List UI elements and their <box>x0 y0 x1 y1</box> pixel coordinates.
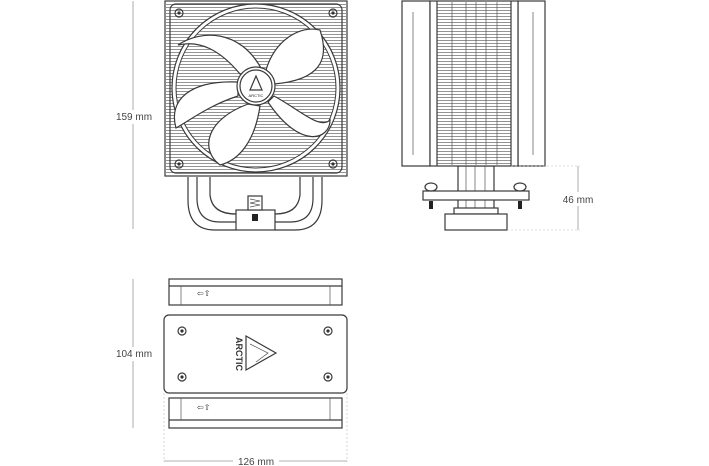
svg-text:ARCTIC: ARCTIC <box>234 337 244 371</box>
fan-hub <box>236 66 276 106</box>
dimension-label-width: 126 mm <box>238 457 274 466</box>
top-fan-clip <box>168 278 343 306</box>
dimension-label-height: 159 mm <box>116 112 152 123</box>
fan-right-side <box>517 0 546 167</box>
front-view: ARCTIC 159 mm <box>112 0 348 231</box>
arctic-logo-base-icon: ARCTIC <box>234 334 278 371</box>
direction-arrows-top: ⇦⇧ <box>197 289 210 298</box>
base-screw-holes <box>177 326 333 382</box>
mounting-holes-front <box>174 8 338 169</box>
mounting-screws-side <box>424 182 527 209</box>
direction-arrows-bottom: ⇦⇧ <box>197 403 210 412</box>
dimension-label-depth: 104 mm <box>116 349 152 360</box>
heatpipes-front <box>187 177 323 231</box>
base-plate <box>163 314 348 394</box>
bottom-fan-clip <box>168 397 343 429</box>
dimension-label-base-height: 46 mm <box>563 195 594 206</box>
spring-screw-icon <box>247 195 263 221</box>
svg-text:ARCTIC: ARCTIC <box>249 93 264 98</box>
fan-blades <box>173 28 331 166</box>
side-view: 46 mm <box>401 0 596 231</box>
heatpipes-side <box>457 165 495 211</box>
bottom-view: ⇦⇧ ⇦⇧ ARCTIC 104 mm 126 mm <box>112 278 348 466</box>
fan-left-side <box>401 0 431 167</box>
arctic-logo-icon: ARCTIC <box>249 74 264 98</box>
base-plate-side <box>444 213 508 231</box>
mounting-bar <box>422 190 530 201</box>
